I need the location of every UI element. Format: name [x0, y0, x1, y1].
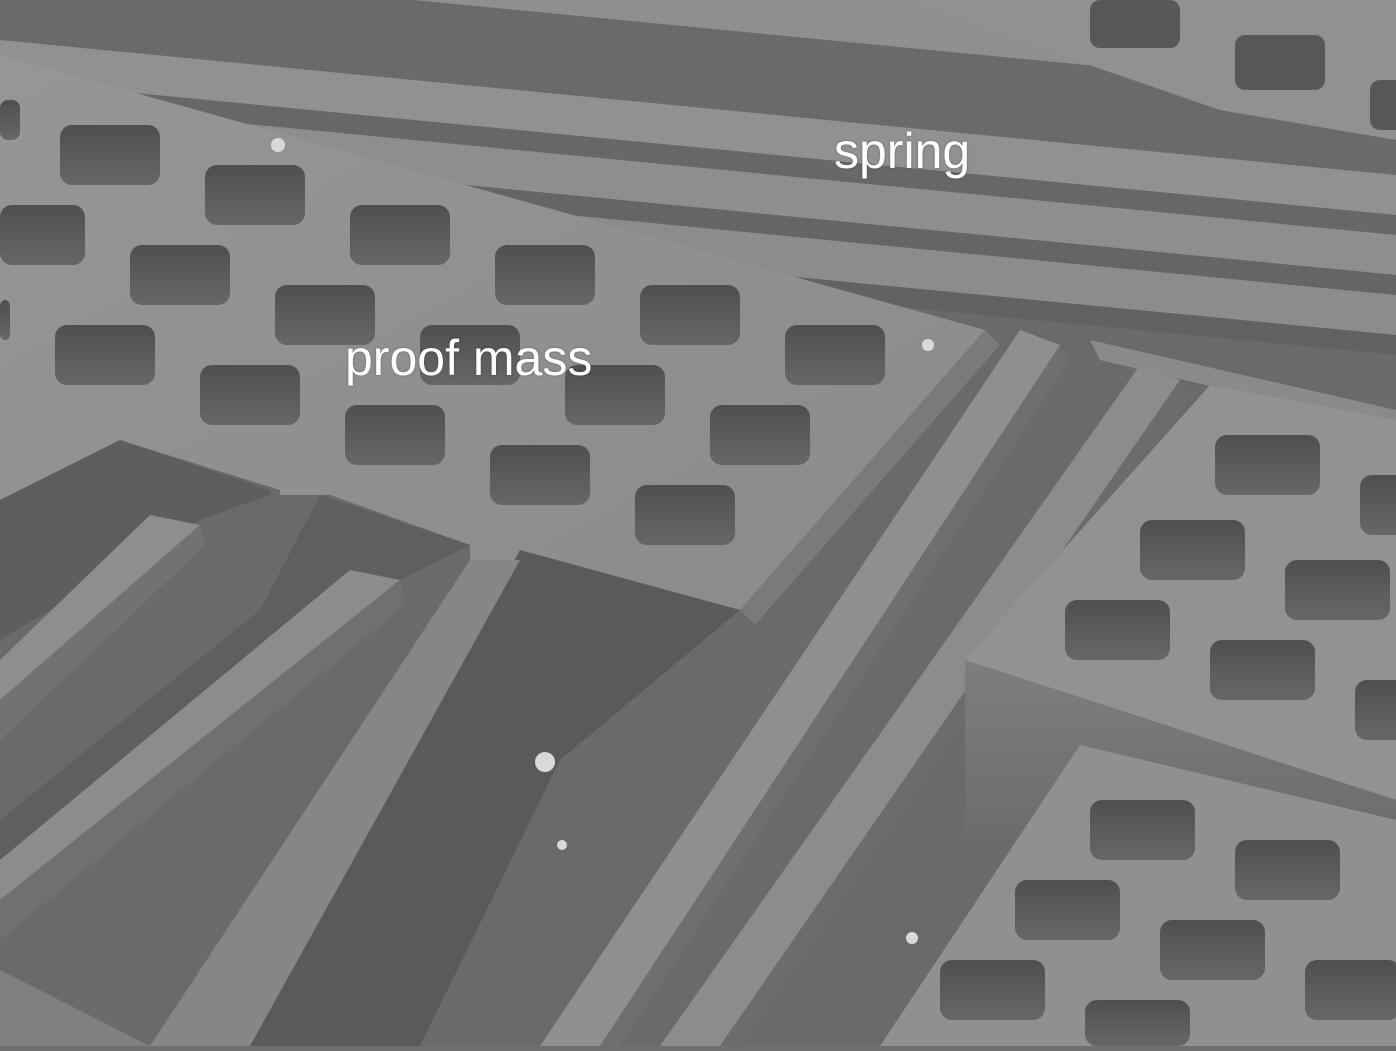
comb-fingers: [0, 440, 740, 1046]
proof-mass-label: proof mass: [345, 330, 593, 386]
proof-mass: [0, 55, 1000, 625]
anchor-block-top-right: [900, 0, 1396, 140]
anchor-block-bottom-right: [880, 745, 1396, 1046]
etch-holes: [0, 100, 885, 545]
spring-label: spring: [834, 123, 971, 179]
anchor-block-right: [965, 385, 1396, 840]
debris-particles: [271, 138, 934, 944]
